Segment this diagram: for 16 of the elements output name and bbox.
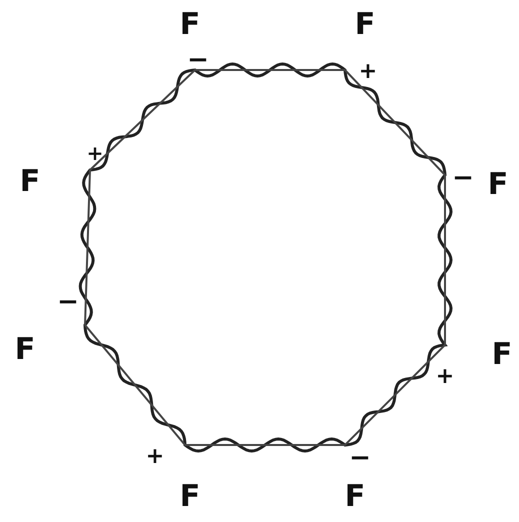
sign-label: + xyxy=(358,61,378,83)
sign-label: + xyxy=(436,366,454,388)
force-label: F xyxy=(488,170,508,200)
force-label: F xyxy=(180,10,200,40)
force-label: F xyxy=(354,10,376,40)
sign-label: − xyxy=(349,445,371,471)
sign-label: − xyxy=(57,289,79,315)
force-label: F xyxy=(14,335,36,365)
sign-label: + xyxy=(146,446,164,468)
force-label: F xyxy=(492,340,512,370)
sign-label: − xyxy=(187,47,209,73)
force-label: F xyxy=(344,482,366,512)
sign-label: − xyxy=(452,165,474,191)
force-label: F xyxy=(20,167,40,197)
sign-label: + xyxy=(86,143,104,163)
force-label: F xyxy=(180,482,200,512)
